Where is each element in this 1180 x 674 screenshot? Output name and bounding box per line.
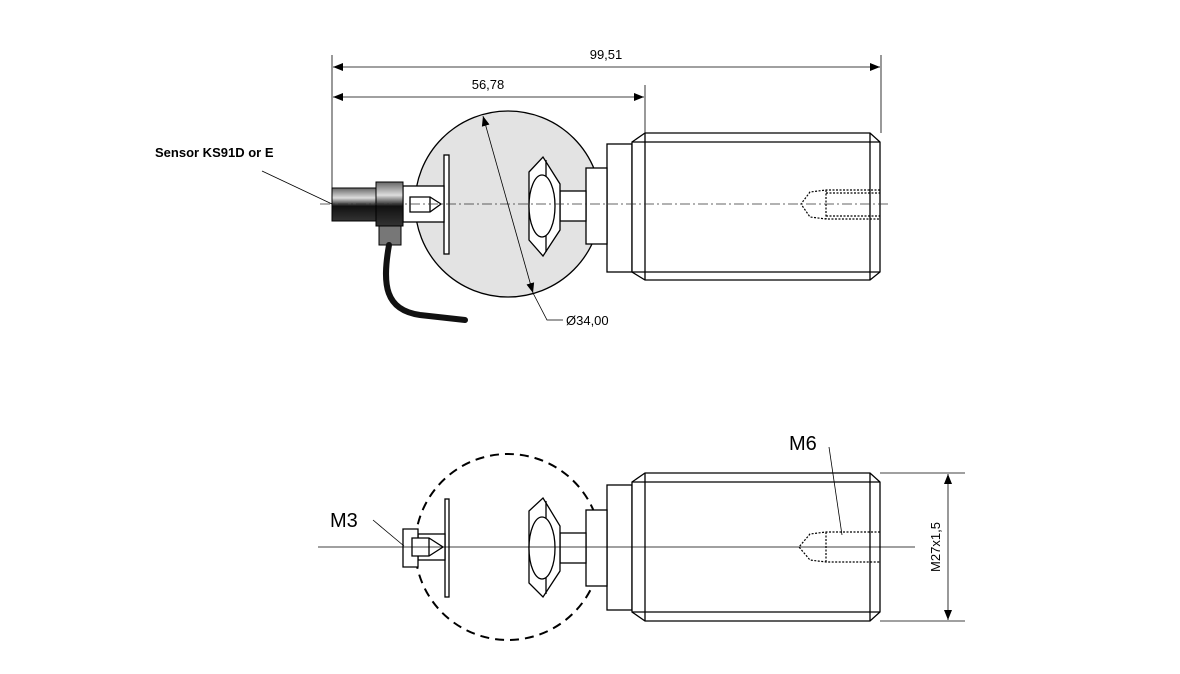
plate (443, 154, 450, 255)
m3-callout: M3 (330, 510, 405, 547)
dimension-thread-label: M27x1,5 (928, 522, 943, 572)
dimension-diameter: Ø34,00 (481, 115, 609, 328)
sensor-cable (382, 242, 468, 323)
shaft (559, 190, 587, 222)
dimension-overall: 99,51 (331, 47, 882, 200)
sensor-callout: Sensor KS91D or E (155, 145, 333, 205)
shaft-bottom (559, 532, 587, 564)
hex-nut (528, 155, 561, 258)
sensor-label: Sensor KS91D or E (155, 145, 274, 160)
m6-callout: M6 (789, 433, 843, 536)
m3-label: M3 (330, 510, 358, 532)
hex-nut-bottom (528, 496, 561, 599)
m3-screw (402, 528, 446, 568)
threaded-body (606, 132, 881, 281)
dimension-overall-label: 99,51 (590, 47, 623, 62)
top-view: 99,51 56,78 (155, 47, 888, 328)
neck-block (585, 167, 608, 245)
dimension-diameter-label: Ø34,00 (566, 313, 609, 328)
bottom-view: M27x1,5 M6 M3 (318, 433, 965, 641)
dimension-thread: M27x1,5 (880, 472, 965, 622)
dimension-sphere-offset-label: 56,78 (472, 77, 505, 92)
neck-block-bottom (585, 509, 608, 587)
dimension-sphere-offset: 56,78 (333, 77, 646, 133)
m6-label: M6 (789, 433, 817, 455)
